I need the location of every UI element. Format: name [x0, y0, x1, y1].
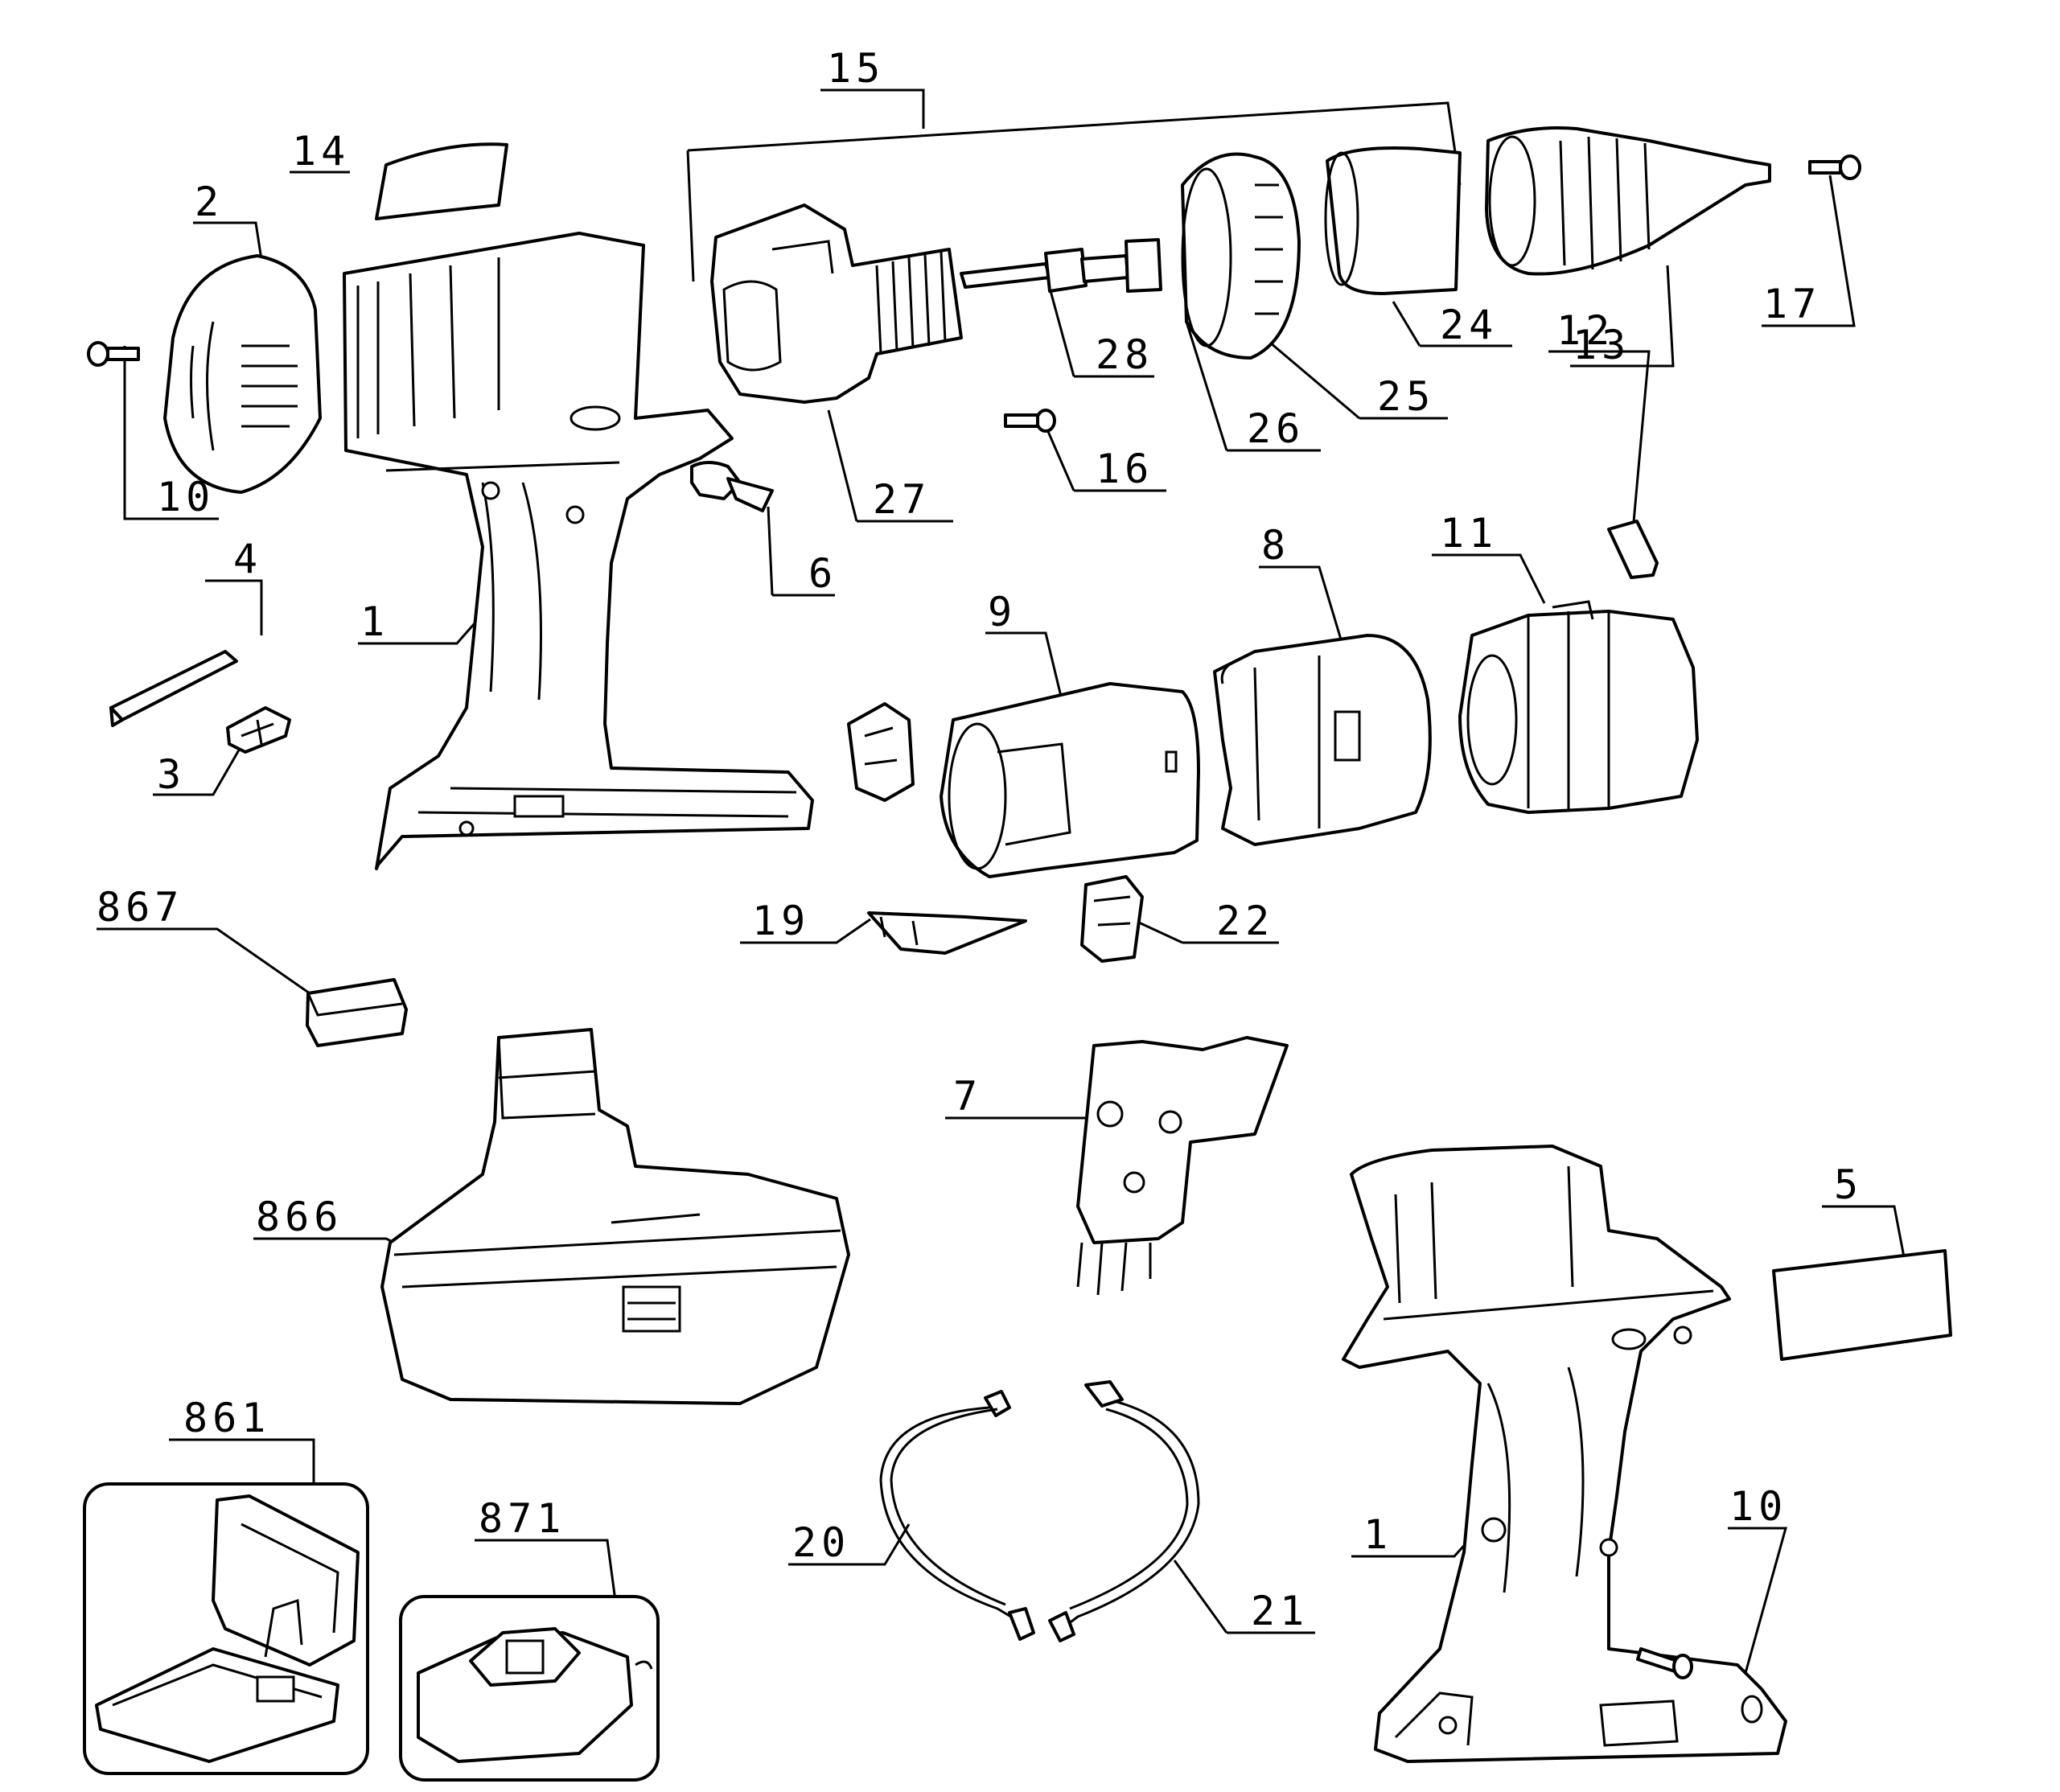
- screw-16: [1004, 409, 1056, 433]
- callout-9: 9: [988, 589, 1017, 635]
- callout-11: 11: [1440, 510, 1498, 557]
- switch-actuator-6: [690, 461, 774, 512]
- screw-17: [1808, 154, 1861, 180]
- label-plate-14: [375, 142, 508, 220]
- end-cap-2: [163, 254, 322, 494]
- callout-1-right: 1: [1363, 1511, 1392, 1558]
- spindle-28: [960, 238, 1162, 293]
- ring-25: [1324, 146, 1462, 295]
- callout-15: 15: [827, 45, 885, 92]
- battery-pack-866: [380, 1028, 850, 1405]
- wire-21: [1048, 1380, 1200, 1642]
- callout-6: 6: [808, 550, 837, 597]
- screw-10-right: [1636, 1647, 1693, 1679]
- callout-14: 14: [292, 128, 350, 175]
- switch-7: [1076, 1036, 1289, 1296]
- charger-871: [399, 1595, 660, 1782]
- motor-9: [940, 682, 1200, 878]
- callout-17: 17: [1763, 281, 1821, 327]
- callout-27: 27: [873, 476, 931, 523]
- clutch-collar-26: [1181, 152, 1301, 360]
- wire-20: [879, 1390, 1035, 1641]
- callout-10-top: 10: [157, 474, 215, 520]
- callout-19: 19: [752, 898, 810, 944]
- callout-1-top: 1: [360, 598, 389, 645]
- callout-871: 871: [479, 1495, 565, 1542]
- callout-8: 8: [1261, 522, 1290, 569]
- callout-16: 16: [1096, 446, 1153, 492]
- callout-2: 2: [195, 179, 224, 225]
- kit-box-861: [83, 1482, 369, 1775]
- housing-half-1-top: [343, 232, 814, 870]
- callout-24: 24: [1440, 302, 1498, 348]
- transmission-11: [1458, 600, 1699, 814]
- callout-12: 12: [1556, 307, 1614, 354]
- callout-21: 21: [1251, 1588, 1309, 1634]
- screwdriver-bit-4: [109, 650, 238, 727]
- gear-case-8: [1213, 634, 1432, 846]
- callout-867: 867: [97, 884, 183, 931]
- plate-12: [1607, 520, 1659, 579]
- callout-26: 26: [1247, 405, 1305, 452]
- terminal-19: [867, 911, 1027, 955]
- callout-5: 5: [1834, 1161, 1863, 1208]
- callout-866: 866: [256, 1194, 343, 1240]
- keyless-chuck-13: [1485, 126, 1771, 276]
- callout-10-right: 10: [1729, 1483, 1787, 1530]
- bit-clip-3: [226, 706, 291, 754]
- callout-20: 20: [792, 1519, 850, 1566]
- callout-861: 861: [183, 1395, 270, 1441]
- callout-25: 25: [1377, 373, 1435, 420]
- callout-3: 3: [157, 751, 186, 798]
- callout-22: 22: [1216, 898, 1274, 944]
- battery-cap-867: [306, 978, 408, 1047]
- brush-holder: [847, 702, 915, 802]
- callout-4: 4: [233, 536, 262, 582]
- callout-13: 13: [1573, 322, 1630, 368]
- housing-half-1-right: [1342, 1145, 1787, 1763]
- screw-10-top: [87, 341, 140, 367]
- callout-7: 7: [953, 1073, 982, 1120]
- label-5: [1772, 1249, 1952, 1361]
- clip-22: [1080, 875, 1144, 963]
- callout-28: 28: [1096, 331, 1153, 378]
- callout-labels: 15 14 2 28 24 13 17 25 26 16 27 10 12 4 …: [97, 45, 1863, 1634]
- gearbox-housing-15: [710, 203, 963, 404]
